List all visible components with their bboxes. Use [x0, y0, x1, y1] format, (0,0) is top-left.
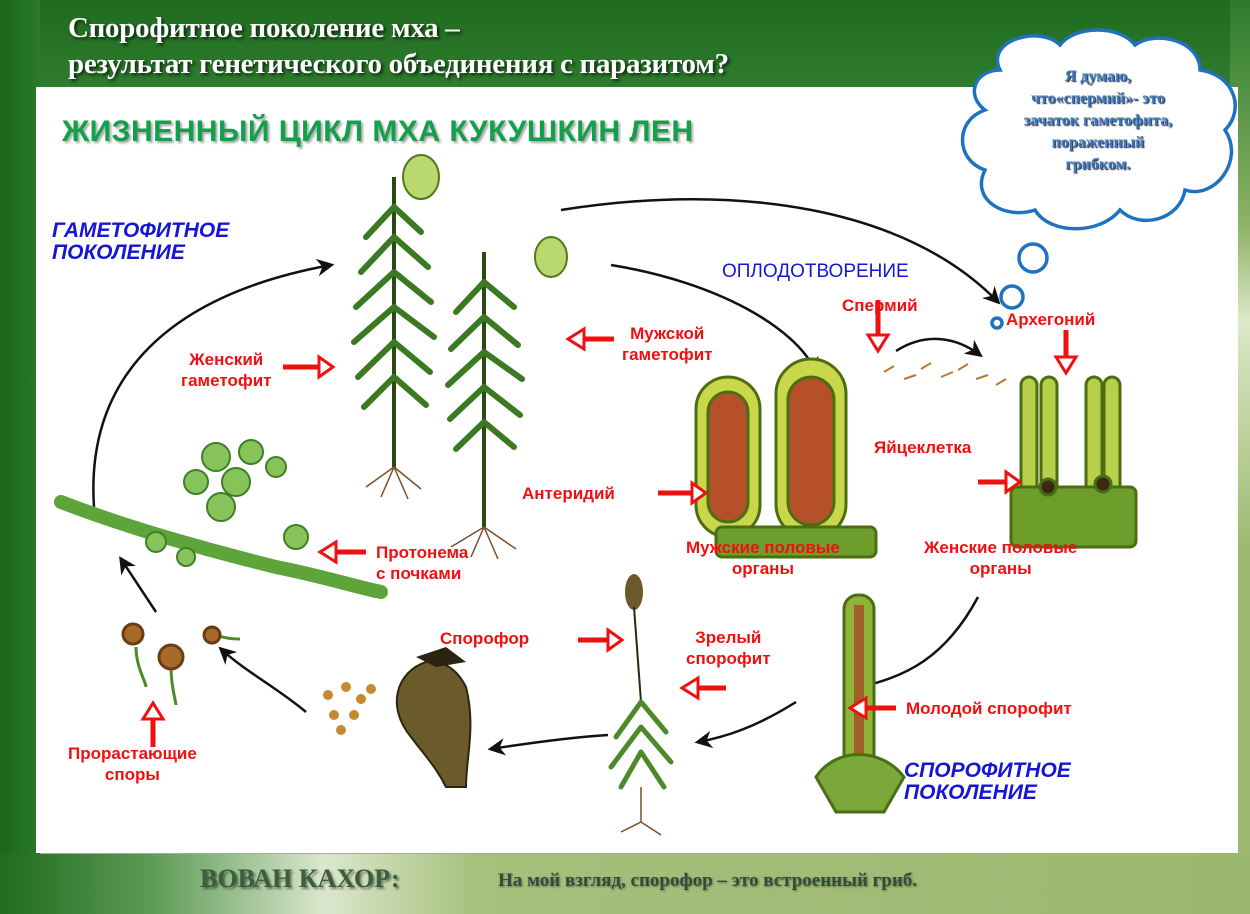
germinating-spores: [121, 622, 241, 706]
label-germinating-spores-line1: Прорастающие: [68, 744, 197, 763]
slide-title: Спорофитное поколение мха – результат ге…: [68, 10, 729, 82]
sporophyte-generation-line1: СПОРОФИТНОЕ: [904, 759, 1071, 782]
label-sperm: Спермий: [842, 296, 918, 315]
label-female-organs-line1: Женские половые: [924, 538, 1078, 557]
label-young-sporophyte: Молодой спорофит: [906, 699, 1072, 718]
label-archegonium: Архегоний: [1006, 310, 1096, 329]
footer-quote: На мой взгляд, спорофор – это встроенный…: [498, 870, 918, 891]
sperm-cells: [883, 362, 1007, 386]
label-germinating-spores: Прорастающие споры: [68, 743, 197, 785]
label-mature-sporophyte-line2: спорофит: [686, 649, 771, 668]
label-female-gametophyte-line1: Женский: [189, 350, 264, 369]
label-male-organs-line1: Мужские половые: [686, 538, 840, 557]
label-protonema-line1: Протонема: [376, 543, 469, 562]
thought-bubble-line4: пораженный: [1051, 134, 1145, 151]
label-male-organs: Мужские половые органы: [686, 537, 840, 579]
label-egg-cell: Яйцеклетка: [874, 438, 972, 457]
label-sporophore: Спорофор: [440, 629, 530, 648]
label-male-organs-line2: органы: [731, 559, 794, 578]
label-female-gametophyte-line2: гаметофит: [181, 371, 272, 390]
spore-capsule: [323, 647, 472, 788]
gametophyte-generation-label: ГАМЕТОФИТНОЕ ПОКОЛЕНИЕ: [52, 220, 229, 264]
gametophyte-generation-line1: ГАМЕТОФИТНОЕ: [52, 219, 230, 242]
fertilization-label: ОПЛОДОТВОРЕНИЕ: [722, 261, 909, 282]
diagram-illustrations: [54, 154, 1138, 836]
label-protonema: Протонема с почками: [376, 542, 468, 584]
label-antheridium: Антеридий: [522, 484, 615, 503]
diagram-title: ЖИЗНЕННЫЙ ЦИКЛ МХА КУКУШКИН ЛЕН: [62, 115, 694, 148]
thought-bubble-line5: грибком.: [1065, 156, 1131, 173]
label-female-organs: Женские половые органы: [924, 537, 1077, 579]
footer-author: ВОВАН КАХОР:: [200, 864, 400, 893]
thought-bubble-line2: что«спермий»- это: [1031, 90, 1165, 107]
mature-sporophyte: [608, 574, 674, 836]
thought-bubble-text: Я думаю, что«спермий»- это зачаток гамет…: [962, 66, 1234, 176]
gametophyte-generation-line2: ПОКОЛЕНИЕ: [52, 241, 185, 264]
gametophyte-plants: [351, 154, 568, 560]
label-male-gametophyte-line1: Мужской: [630, 324, 705, 343]
thought-bubble-line3: зачаток гаметофита,: [1023, 112, 1173, 129]
young-sporophyte: [814, 593, 906, 814]
label-germinating-spores-line2: споры: [104, 765, 160, 784]
thought-bubble-line1: Я думаю,: [1064, 68, 1132, 85]
label-male-gametophyte: Мужской гаметофит: [622, 323, 712, 365]
life-cycle-diagram: ЖИЗНЕННЫЙ ЦИКЛ МХА КУКУШКИН ЛЕН ГАМЕТОФИ…: [36, 87, 1238, 853]
sporophyte-generation-label: СПОРОФИТНОЕ ПОКОЛЕНИЕ: [904, 760, 1071, 804]
slide-title-line1: Спорофитное поколение мха –: [68, 12, 460, 44]
slide-title-line2: результат генетического объединения с па…: [68, 48, 729, 80]
archegonia: [1009, 375, 1138, 549]
label-female-organs-line2: органы: [969, 559, 1032, 578]
label-protonema-line2: с почками: [376, 564, 462, 583]
antheridia: [694, 357, 878, 559]
slide-border-left: [0, 0, 40, 914]
protonema: [54, 439, 388, 599]
cycle-arrows: [92, 198, 1001, 756]
label-arrows: [140, 300, 1079, 747]
label-mature-sporophyte: Зрелый спорофит: [686, 627, 771, 669]
label-mature-sporophyte-line1: Зрелый: [695, 628, 762, 647]
footer-bar: ВОВАН КАХОР: На мой взгляд, спорофор – э…: [0, 854, 1250, 914]
label-male-gametophyte-line2: гаметофит: [622, 345, 713, 364]
label-female-gametophyte: Женский гаметофит: [181, 349, 271, 391]
sporophyte-generation-line2: ПОКОЛЕНИЕ: [904, 781, 1037, 804]
